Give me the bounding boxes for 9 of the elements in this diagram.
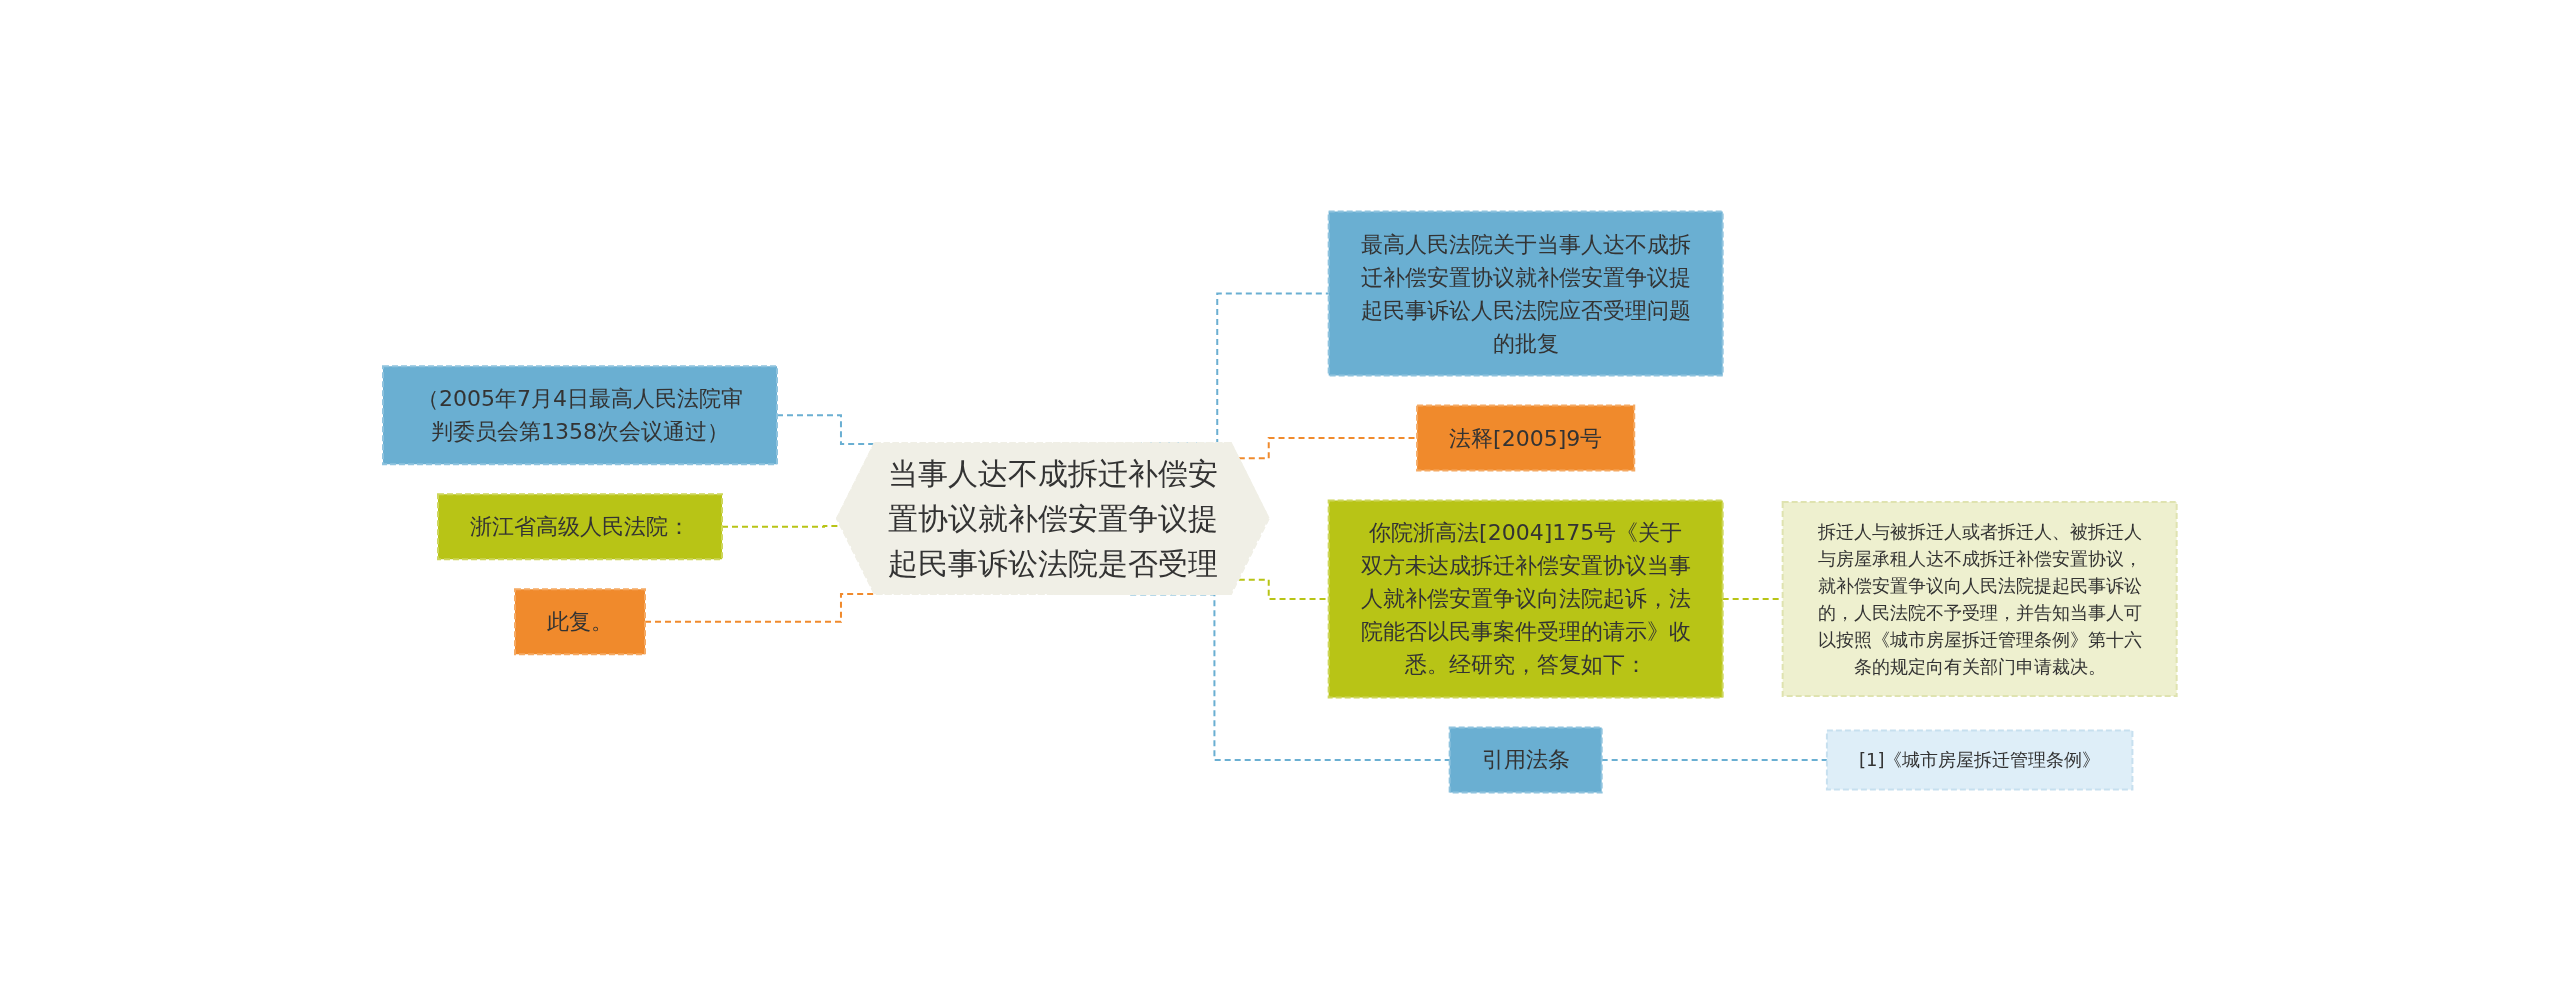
- node-box: （2005年7月4日最高人民法院审判委员会第1358次会议通过）: [382, 365, 779, 466]
- node-box: 拆迁人与被拆迁人或者拆迁人、被拆迁人与房屋承租人达不成拆迁补偿安置协议，就补偿安置争议向人民法院提起民事诉讼的，人民法院不予受理，并告知当事人可以按照《城市房屋拆迁管理条例》第十六条的规定向有关部门申请裁决。: [1781, 501, 2178, 697]
- node-box: 你院浙高法[2004]175号《关于双方未达成拆迁补偿安置协议当事人就补偿安置争议向法院起诉，法院能否以民事案件受理的请示》收悉。经研究，答复如下：: [1327, 499, 1724, 699]
- node-box: 引用法条: [1448, 726, 1603, 794]
- node-box: [1]《城市房屋拆迁管理条例》: [1826, 729, 2134, 791]
- node-box: 此复。: [514, 588, 647, 656]
- node-box: 浙江省高级人民法院：: [437, 493, 724, 561]
- node-box: 最高人民法院关于当事人达不成拆迁补偿安置协议就补偿安置争议提起民事诉讼人民法院应否受理问题的批复: [1327, 210, 1724, 377]
- node-box: 法释[2005]9号: [1416, 404, 1636, 472]
